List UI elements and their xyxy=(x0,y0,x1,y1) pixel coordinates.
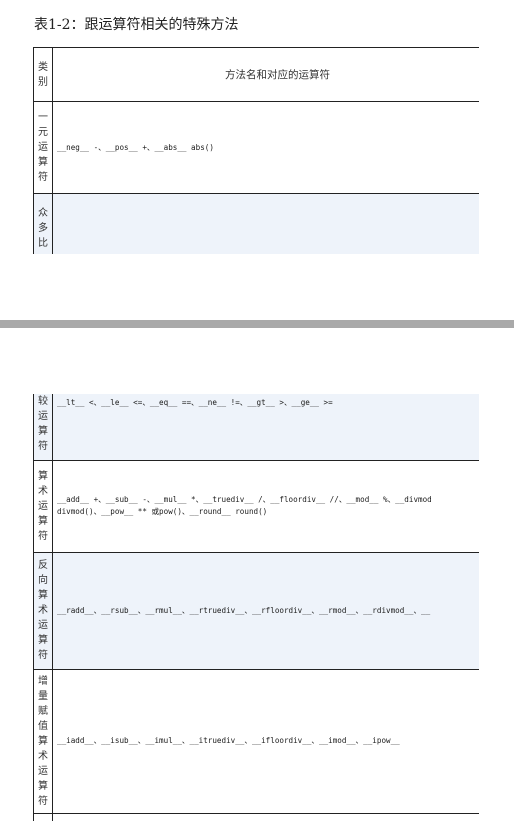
category-char: 算 xyxy=(38,635,48,646)
content-cell xyxy=(52,812,503,821)
operator-methods-table: 类别 方法名和对应的运算符 一 元 运 算 符 __neg__ -、__pos_… xyxy=(33,47,503,254)
category-char: 算 xyxy=(38,426,48,437)
category-cell: 众 多 比 xyxy=(33,193,53,254)
category-cell: 算 术 运 算 符 xyxy=(33,459,53,553)
table-header-row: 类别 方法名和对应的运算符 xyxy=(33,47,503,102)
page-edge-mask xyxy=(479,0,514,320)
category-char: 算 xyxy=(38,590,48,601)
page-edge-mask xyxy=(479,328,514,821)
category-char: 算 xyxy=(38,735,48,747)
content-cell: __add__ +、__sub__ -、__mul__ *、__truediv_… xyxy=(52,459,503,553)
table-row: 一 元 运 算 符 __neg__ -、__pos__ +、__abs__ ab… xyxy=(33,101,503,194)
header-category-cell: 类别 xyxy=(33,47,53,102)
category-char: 一 xyxy=(38,112,48,123)
category-char: 运 xyxy=(38,620,48,631)
category-char: 运 xyxy=(38,765,48,777)
header-content-cell: 方法名和对应的运算符 xyxy=(52,47,503,102)
content-cell xyxy=(52,193,503,254)
category-char: 算 xyxy=(38,470,48,482)
category-cell: 增 量 赋 值 算 术 运 算 符 xyxy=(33,668,53,814)
content-cell: __neg__ -、__pos__ +、__abs__ abs() xyxy=(52,101,503,194)
category-char: 术 xyxy=(38,750,48,762)
content-cell: __iadd__、__isub__、__imul__、__itruediv__、… xyxy=(52,668,503,814)
document-page-1: 表1-2：跟运算符相关的特殊方法 类别 方法名和对应的运算符 一 元 运 算 符… xyxy=(0,0,514,320)
table-row: 增 量 赋 值 算 术 运 算 符 __iadd__、__isub__、__im… xyxy=(33,668,503,814)
category-char: 术 xyxy=(38,605,48,616)
document-page-2: 较 运 算 符 __lt__ <、__le__ <=、__eq__ ==、__n… xyxy=(0,328,514,821)
table-row xyxy=(33,812,503,821)
category-cell xyxy=(33,812,53,821)
table-row: 反 向 算 术 运 算 符 __radd__、__rsub__、__rmul__… xyxy=(33,551,503,670)
category-char: 算 xyxy=(38,515,48,527)
category-char: 符 xyxy=(38,172,48,183)
category-char: 增 xyxy=(38,675,48,687)
category-cell: 一 元 运 算 符 xyxy=(33,101,53,194)
operator-methods-table-continued: 较 运 算 符 __lt__ <、__le__ <=、__eq__ ==、__n… xyxy=(33,394,503,821)
category-char: 运 xyxy=(38,411,48,422)
table-row: 较 运 算 符 __lt__ <、__le__ <=、__eq__ ==、__n… xyxy=(33,394,503,461)
category-char: 赋 xyxy=(38,705,48,717)
content-line: __add__ +、__sub__ -、__mul__ *、__truediv_… xyxy=(57,495,432,504)
header-category-text: 类别 xyxy=(38,61,48,88)
category-char: 符 xyxy=(38,441,48,452)
category-char: 运 xyxy=(38,500,48,512)
category-char: 众 xyxy=(38,208,48,219)
category-char: 符 xyxy=(38,530,48,542)
category-char: 运 xyxy=(38,142,48,153)
category-char: 量 xyxy=(38,690,48,702)
category-cell: 较 运 算 符 xyxy=(33,394,53,461)
category-char: 比 xyxy=(38,238,48,249)
category-char: 较 xyxy=(38,396,48,407)
category-char: 向 xyxy=(38,575,48,586)
table-row: 算 术 运 算 符 __add__ +、__sub__ -、__mul__ *、… xyxy=(33,459,503,553)
category-char: 元 xyxy=(38,127,48,138)
category-char: 术 xyxy=(38,485,48,497)
category-char: 算 xyxy=(38,780,48,792)
category-char: 多 xyxy=(38,223,48,234)
table-row: 众 多 比 xyxy=(33,193,503,254)
category-char: 符 xyxy=(38,650,48,661)
category-char: 反 xyxy=(38,560,48,571)
page-separator xyxy=(0,320,514,328)
content-cell: __lt__ <、__le__ <=、__eq__ ==、__ne__ !=、_… xyxy=(52,394,503,461)
category-char: 算 xyxy=(38,157,48,168)
content-line: divmod()、__pow__ ** 或pow()、__round__ rou… xyxy=(57,507,268,516)
category-char: 符 xyxy=(38,795,48,807)
content-cell: __radd__、__rsub__、__rmul__、__rtruediv__、… xyxy=(52,551,503,670)
category-cell: 反 向 算 术 运 算 符 xyxy=(33,551,53,670)
category-char: 值 xyxy=(38,720,48,732)
table-caption: 表1-2：跟运算符相关的特殊方法 xyxy=(34,17,239,33)
